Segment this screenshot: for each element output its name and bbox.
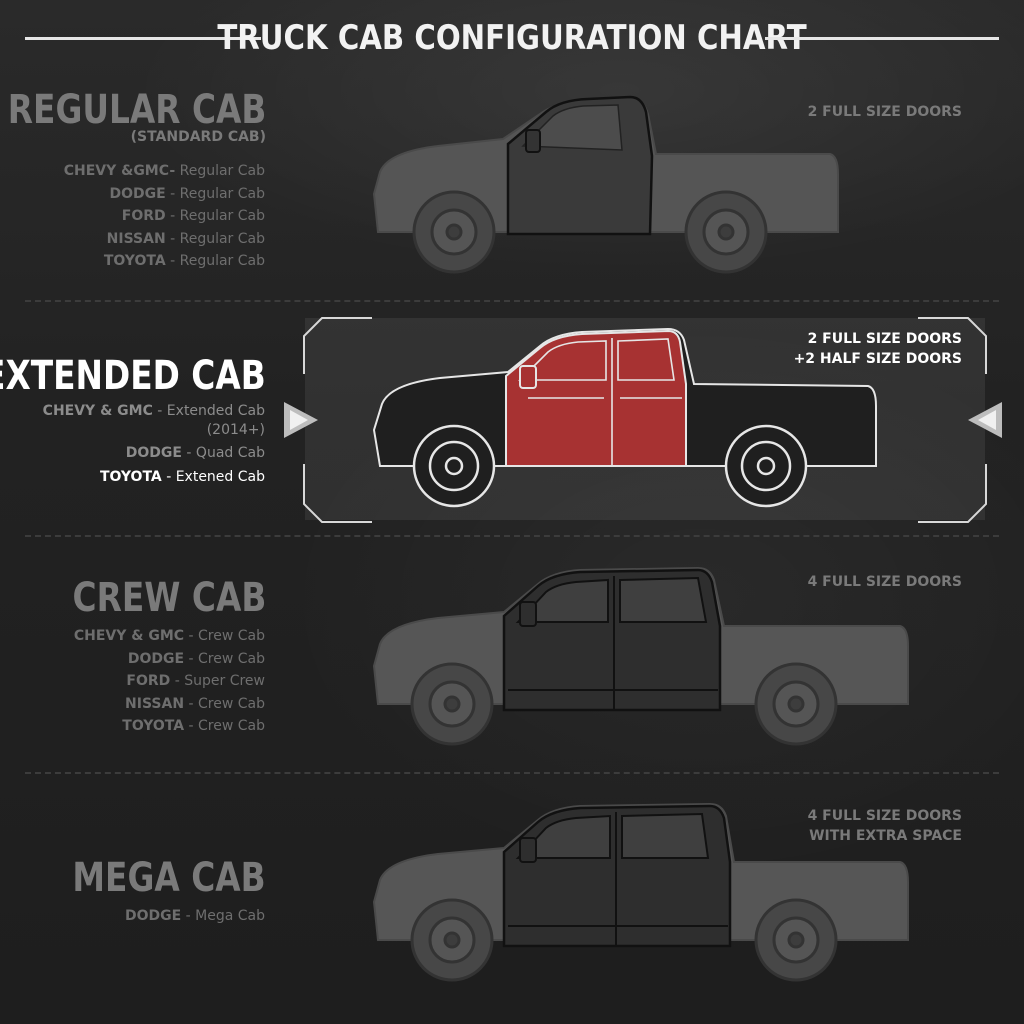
make-row: (2014+) — [43, 420, 265, 440]
wheel-rear — [684, 190, 768, 274]
make-brand: DODGE — [127, 650, 185, 667]
regular-cab-truck-illustration — [372, 95, 839, 274]
wheel-rear — [724, 424, 808, 508]
make-brand: TOYOTA — [122, 718, 185, 735]
make-row: NISSAN - Crew Cab — [74, 693, 265, 716]
chart-title: TRUCK CAB CONFIGURATION CHART — [217, 18, 807, 58]
side-mirror — [519, 837, 537, 863]
make-row: CHEVY & GMC - Extended Cab — [43, 403, 265, 420]
make-brand: DODGE — [124, 908, 182, 924]
door-line: 4 FULL SIZE DOORS — [807, 808, 962, 824]
make-row: FORD - Super Crew — [74, 670, 265, 693]
arrow-right-icon — [968, 402, 1002, 438]
chart-header: TRUCK CAB CONFIGURATION CHART — [0, 16, 1024, 62]
make-brand: NISSAN — [125, 695, 185, 712]
wheel-front — [410, 662, 494, 746]
make-model: - Regular Cab — [165, 230, 265, 247]
wheel-rear — [754, 898, 838, 982]
door-line: WITH EXTRA SPACE — [809, 828, 962, 844]
make-list: CHEVY &GMC- Regular Cab DODGE - Regular … — [64, 160, 265, 273]
make-row: CHEVY &GMC- Regular Cab — [64, 160, 265, 183]
make-row: CHEVY & GMC - Crew Cab — [74, 625, 265, 648]
make-brand: TOYOTA — [99, 469, 162, 485]
section-divider — [25, 300, 999, 302]
cab-subtitle: (STANDARD CAB) — [130, 129, 266, 145]
make-model: - Regular Cab — [165, 185, 265, 202]
door-line: 2 FULL SIZE DOORS — [807, 104, 962, 120]
extended-cab-truck-illustration — [372, 327, 877, 508]
make-brand: NISSAN — [106, 230, 166, 247]
cab-title: MEGA CAB — [72, 855, 266, 901]
crew-cab-truck-illustration — [372, 566, 909, 746]
make-model: - Crew Cab — [184, 718, 266, 735]
make-row: DODGE - Quad Cab — [43, 440, 265, 466]
door-seams — [508, 812, 728, 946]
door-seams — [518, 338, 682, 466]
make-model: - Mega Cab — [181, 908, 265, 924]
make-brand: DODGE — [109, 185, 166, 202]
make-model: - Extended Cab — [152, 403, 265, 419]
make-row: TOYOTA - Crew Cab — [74, 715, 265, 738]
wheel-front — [412, 424, 496, 508]
make-row: TOYOTA - Regular Cab — [64, 250, 265, 273]
side-mirror — [525, 129, 541, 153]
header-rule-right — [765, 37, 999, 40]
make-brand: CHEVY &GMC- — [63, 163, 176, 179]
door-description: 2 FULL SIZE DOORS +2 HALF SIZE DOORS — [794, 329, 962, 369]
make-list: CHEVY & GMC - Crew Cab DODGE - Crew Cab … — [74, 625, 265, 738]
door-description: 2 FULL SIZE DOORS — [808, 102, 962, 122]
make-brand: FORD — [126, 673, 171, 690]
make-row: FORD - Regular Cab — [64, 205, 265, 228]
door-line: 4 FULL SIZE DOORS — [807, 574, 962, 590]
make-model: - Crew Cab — [184, 650, 266, 667]
make-model: - Quad Cab — [181, 445, 265, 461]
make-brand: CHEVY & GMC — [42, 403, 153, 419]
header-rule-left — [25, 37, 261, 40]
section-divider — [25, 772, 999, 774]
cab-title: REGULAR CAB — [7, 87, 266, 133]
make-model: - Crew Cab — [184, 695, 266, 712]
make-row-selected: TOYOTA - Extened Cab — [43, 466, 265, 488]
cab-title: EXTENDED CAB — [0, 353, 266, 399]
make-model: - Super Crew — [170, 673, 265, 690]
make-model: - Regular Cab — [165, 253, 265, 270]
wheel-front — [412, 190, 496, 274]
door-description: 4 FULL SIZE DOORS WITH EXTRA SPACE — [808, 806, 962, 846]
section-divider — [25, 535, 999, 537]
wheel-front — [410, 898, 494, 982]
frame-brackets — [303, 317, 987, 523]
make-row: DODGE - Crew Cab — [74, 648, 265, 671]
make-model: - Regular Cab — [165, 208, 265, 225]
make-brand: CHEVY & GMC — [73, 628, 185, 644]
side-mirror — [519, 365, 537, 389]
make-model: Regular Cab — [175, 163, 265, 179]
make-row: NISSAN - Regular Cab — [64, 228, 265, 251]
make-brand: DODGE — [125, 445, 182, 461]
make-brand: FORD — [121, 208, 166, 225]
panel-frame — [303, 317, 987, 523]
side-mirror — [519, 601, 537, 627]
door-line: +2 HALF SIZE DOORS — [793, 351, 962, 367]
wheel-rear — [754, 662, 838, 746]
door-description: 4 FULL SIZE DOORS — [808, 572, 962, 592]
mega-cab-truck-illustration — [372, 802, 909, 982]
cab-window — [521, 104, 623, 151]
make-row: DODGE - Mega Cab — [125, 905, 265, 928]
make-model: - Crew Cab — [184, 628, 266, 644]
arrow-left-icon — [284, 402, 318, 438]
make-row: DODGE - Regular Cab — [64, 183, 265, 206]
cab-title: CREW CAB — [72, 575, 266, 621]
door-line: 2 FULL SIZE DOORS — [807, 331, 962, 347]
make-brand: TOYOTA — [103, 253, 166, 270]
make-model: - Extened Cab — [161, 469, 265, 485]
make-model: (2014+) — [206, 422, 265, 438]
make-list: CHEVY & GMC - Extended Cab (2014+) DODGE… — [43, 403, 265, 488]
door-seams — [508, 576, 718, 710]
make-list: DODGE - Mega Cab — [125, 905, 265, 928]
